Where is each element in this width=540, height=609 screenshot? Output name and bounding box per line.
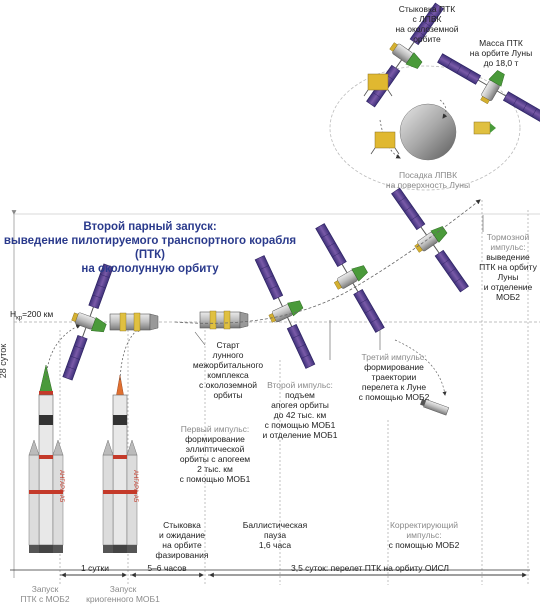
complex-start (199, 310, 249, 330)
label-day1: 1 сутки (81, 563, 109, 573)
ptk-transfer (382, 181, 479, 299)
rocket-text-1: АНГАРА-А5 (58, 470, 64, 503)
label-ballistic: Баллистическая пауза 1,6 часа (242, 520, 308, 550)
rocket-mob1 (102, 374, 138, 554)
diagram-title: Второй парный запуск: выведение пилотиру… (0, 220, 300, 276)
mob2-separated (420, 399, 450, 416)
label-correction: Корректирующий импульс: с помощью МОБ2 (388, 520, 460, 550)
leader-lines (194, 215, 484, 360)
label-docking-wait: Стыковка и ожидание на орбите фазировани… (155, 520, 209, 560)
label-brake: Тормозной импульс: выведение ПТК на орби… (479, 232, 537, 302)
title-line-2: выведение пилотируемого транспортного ко… (3, 235, 297, 261)
label-mass-ptk: Масса ПТК на орбите Луны до 18,0 т (469, 38, 533, 68)
label-landing: Посадка ЛПВК на поверхность Луны (385, 170, 471, 190)
lunar-orbit (329, 65, 521, 191)
rocket-ptk (28, 364, 64, 554)
transfer-trajectory (174, 199, 481, 324)
launch-path-1 (45, 324, 81, 381)
lpvk-lander-1 (363, 73, 393, 97)
moon (399, 103, 457, 161)
orbit-height-label: Hкр=200 км (10, 309, 54, 322)
label-docking-leo: Стыковка ПТК с ЛПВК на околоземной орбит… (395, 4, 459, 44)
label-flight: 3,5 суток: перелет ПТК на орбиту ОИСЛ (290, 563, 450, 573)
mob2-trajectory (394, 339, 447, 396)
label-start: Старт лунного межорбитального комплекса … (192, 340, 264, 400)
launch-path-2 (119, 327, 141, 381)
label-second-impulse: Второй импульс: подъем апогея орбиты до … (262, 380, 338, 440)
title-line-3: на окололунную орбиту (81, 263, 219, 275)
mob1-on-orbit (109, 312, 159, 332)
lpvk-lander-2 (370, 131, 400, 155)
label-launch2: Запуск криогенного МОБ1 (86, 584, 160, 604)
ptk-brake (473, 121, 496, 135)
complex-impulse3 (306, 217, 395, 338)
label-first-impulse: Первый импульс: формирование эллиптическ… (179, 424, 251, 484)
label-hours: 5–6 часов (147, 563, 187, 573)
rocket-text-2: АНГАРА-А5 (132, 470, 138, 503)
label-launch1: Запуск ПТК с МОБ2 (20, 584, 70, 604)
duration-axis-label: 28 суток (0, 343, 9, 379)
title-line-1: Второй парный запуск: (83, 221, 217, 233)
label-third-impulse: Третий импульс: формирование траектории … (358, 352, 430, 402)
